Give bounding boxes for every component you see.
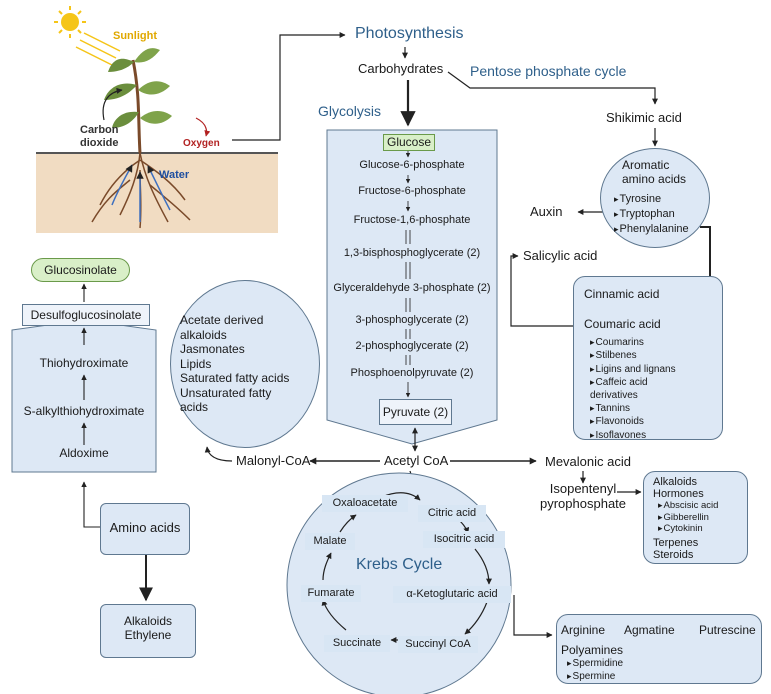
glycolysis-label: Glycolysis — [318, 103, 382, 119]
glycolysis-container — [326, 129, 498, 445]
sunlight-label: Sunlight — [113, 30, 157, 42]
acetate-derived-circle — [170, 280, 320, 448]
krebs-cycle-title: Krebs Cycle — [356, 556, 443, 573]
glycolysis-step-4: Fructose-1,6-phosphate — [353, 214, 471, 226]
succinyl-coa-chip: Succinyl CoA — [398, 636, 478, 653]
isocitric-acid-chip: Isocitric acid — [423, 531, 505, 548]
acetyl-coa-label: Acetyl CoA — [384, 453, 449, 468]
water-label: Water — [159, 169, 190, 181]
auxin-label: Auxin — [530, 204, 563, 219]
glycolysis-step-5: 1,3-bisphosphoglycerate (2) — [343, 247, 481, 259]
citric-acid-chip: Citric acid — [418, 505, 486, 522]
glycolysis-step-6: Glyceraldehyde 3-phosphate (2) — [333, 282, 491, 294]
list-item: Spermidine — [567, 657, 624, 670]
list-item: Cytokinin — [658, 523, 718, 535]
agmatine-label: Agmatine — [624, 623, 675, 637]
glucose-box: Glucose — [383, 134, 435, 151]
aromatic-amino-acids-title: Aromatic amino acids — [622, 158, 687, 186]
aromatic-amino-acids-list: Tyrosine Tryptophan Phenylalanine — [614, 192, 689, 237]
list-item: Isoflavones — [590, 429, 676, 442]
list-item: Coumarins — [590, 336, 676, 349]
phenylpropanoid-list: Coumarins Stilbenes Ligins and lignans C… — [590, 336, 676, 442]
pentose-phosphate-label: Pentose phosphate cycle — [470, 63, 627, 79]
polyamines-label: Polyamines — [561, 643, 624, 657]
polyamines-list: Spermidine Spermine — [567, 657, 624, 684]
list-item: Tyrosine — [614, 192, 689, 207]
succinate-chip: Succinate — [324, 635, 390, 652]
carbohydrates-label: Carbohydrates — [358, 61, 444, 76]
plant-illustration — [36, 6, 278, 233]
amino-acids-box — [100, 503, 190, 555]
list-item: Abscisic acid — [658, 500, 719, 512]
list-item: Spermine — [567, 670, 623, 683]
shikimic-acid-label: Shikimic acid — [606, 110, 682, 125]
soil — [36, 153, 278, 233]
oxygen-label: Oxygen — [183, 138, 220, 149]
malonyl-coa-label: Malonyl-CoA — [236, 453, 311, 468]
list-item-continuation: derivatives — [590, 389, 638, 401]
arginine-label: Arginine — [561, 623, 606, 637]
steroids-label: Steroids — [653, 549, 694, 561]
glycolysis-step-2: Glucose-6-phosphate — [359, 159, 465, 171]
coumaric-acid-label: Coumaric acid — [584, 317, 661, 331]
sunray-icon — [75, 32, 121, 66]
glycolysis-step-7: 3-phosphoglycerate (2) — [355, 314, 469, 326]
salicylic-acid-label: Salicylic acid — [523, 248, 598, 263]
list-item: Flavonoids — [590, 415, 676, 428]
thiohydroximate-label: Thiohydroximate — [39, 356, 129, 370]
s-alkylthiohydroximate-label: S-alkylthiohydroximate — [23, 404, 145, 418]
sun-icon — [54, 6, 86, 38]
glycolysis-step-9: Phosphoenolpyruvate (2) — [350, 367, 474, 379]
isopentenyl-pyrophosphate-label: Isopentenyl pyrophosphate — [540, 481, 627, 511]
terpenes-label: Terpenes — [653, 537, 699, 549]
carbon-dioxide-label: Carbon dioxide — [80, 124, 119, 149]
hormones-list: Abscisic acid Gibberellin Cytokinin — [658, 500, 719, 535]
amino-acids-label: Amino acids — [109, 520, 181, 535]
alkaloids-ethylene-label: Alkaloids Ethylene — [123, 614, 173, 642]
cinnamic-acid-label: Cinnamic acid — [584, 287, 660, 301]
list-item: Gibberellin — [658, 512, 718, 524]
pyruvate-box: Pyruvate (2) — [379, 399, 452, 425]
fumarate-chip: Fumarate — [301, 585, 361, 602]
list-item: Tannins — [590, 402, 676, 415]
photosynthesis-label: Photosynthesis — [355, 25, 464, 42]
ketoglutaric-acid-chip: α-Ketoglutaric acid — [393, 586, 511, 603]
alkaloids-ethylene-box — [100, 604, 196, 658]
glycolysis-step-8: 2-phosphoglycerate (2) — [355, 340, 469, 352]
glycolysis-step-3: Fructose-6-phosphate — [358, 185, 466, 197]
desulfoglucosinolate-box: Desulfoglucosinolate — [22, 304, 150, 326]
hormones-label: Hormones — [653, 488, 704, 500]
list-item: Stilbenes — [590, 349, 676, 362]
aldoxime-label: Aldoxime — [59, 446, 109, 460]
mevalonic-acid-label: Mevalonic acid — [545, 454, 631, 469]
list-item: Tryptophan — [614, 207, 689, 222]
putrescine-label: Putrescine — [699, 623, 756, 637]
terpenoid-alkaloids-label: Alkaloids — [653, 476, 698, 488]
malate-chip: Malate — [305, 533, 355, 550]
list-item: Phenylalanine — [614, 222, 689, 237]
acetate-derived-list: Acetate derived alkaloids Jasmonates Lip… — [180, 313, 290, 414]
glucosinolate-box: Glucosinolate — [31, 258, 130, 282]
list-item: Ligins and lignans — [590, 363, 676, 376]
oxaloacetate-chip: Oxaloacetate — [322, 495, 408, 512]
list-item: Caffeic acid — [590, 376, 676, 389]
